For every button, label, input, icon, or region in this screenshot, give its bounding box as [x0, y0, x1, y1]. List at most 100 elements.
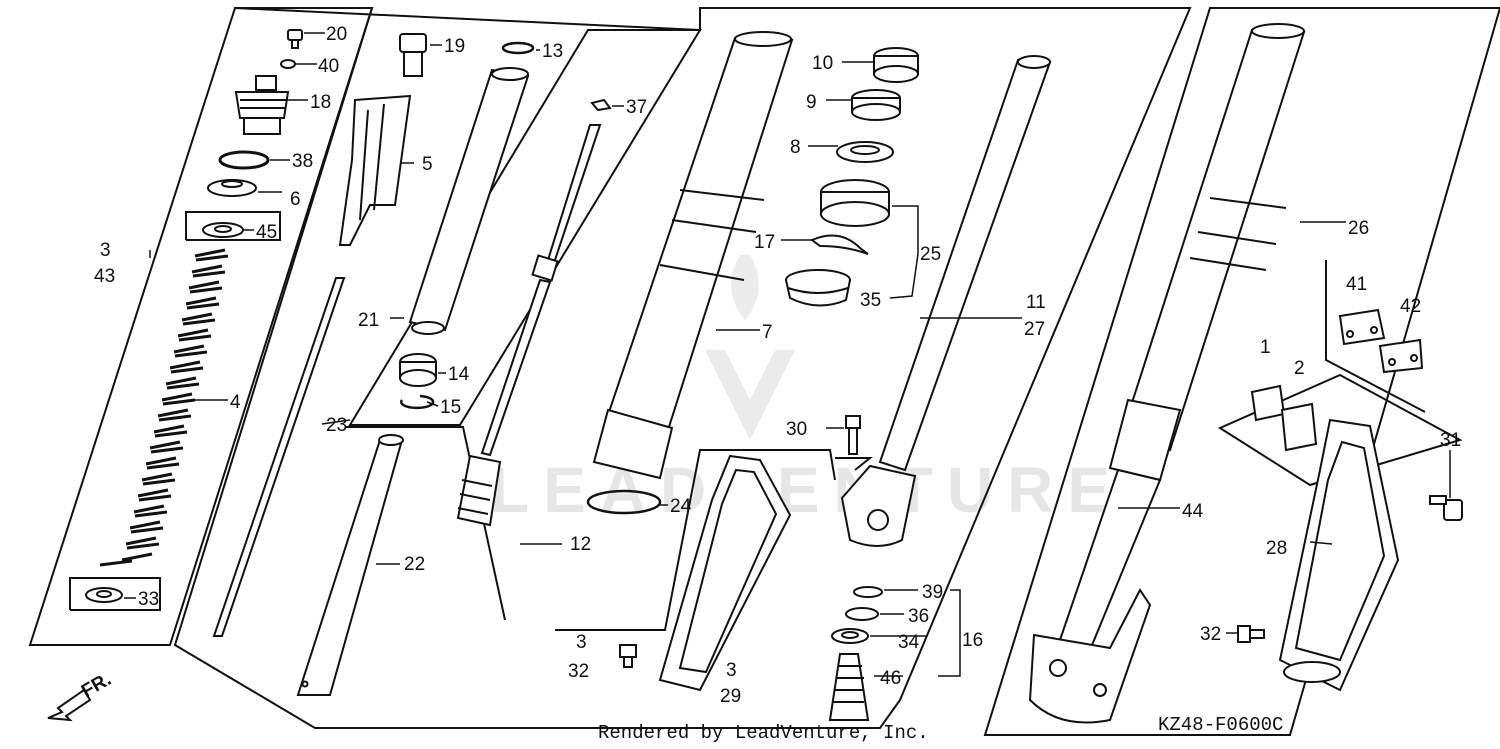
part-37-clip: [590, 98, 612, 112]
label-34: 34: [898, 632, 920, 653]
label-41: 41: [1346, 274, 1367, 295]
part-31-bolt: [1429, 495, 1463, 521]
label-38: 38: [292, 151, 313, 172]
part-7-outer-tube: [592, 31, 794, 480]
part-32-bolt-right: [1237, 625, 1265, 643]
label-42: 42: [1400, 296, 1421, 317]
part-45-washer: [202, 222, 244, 238]
label-8: 8: [790, 137, 801, 158]
label-5: 5: [422, 154, 433, 175]
part-18-fork-cap: [234, 75, 290, 135]
label-29: 29: [720, 686, 741, 707]
part-23-rod: [212, 277, 346, 637]
part-11-inner-tube: [840, 55, 1052, 547]
part-40-washer: [280, 59, 296, 69]
label-46: 46: [880, 668, 901, 689]
label-37: 37: [626, 97, 647, 118]
part-30-bolt: [845, 415, 861, 455]
front-direction-arrow: FR.: [47, 669, 115, 722]
part-13-washer: [501, 41, 535, 55]
part-4-fork-spring: [99, 248, 229, 567]
part-12-damper-rod: [456, 124, 602, 527]
label-17: 17: [754, 232, 775, 253]
diagram-code: KZ48-F0600C: [1158, 714, 1283, 736]
label-9: 9: [806, 92, 817, 113]
label-32-left: 32: [568, 661, 589, 682]
part-41-clamp: [1338, 308, 1386, 346]
part-34-washer: [831, 628, 869, 644]
part-8-washer: [836, 141, 894, 163]
label-27: 27: [1024, 319, 1045, 340]
part-36-washer: [845, 607, 879, 621]
part-46-adjuster: [828, 653, 870, 721]
label-16: 16: [962, 630, 983, 651]
part-2-bracket: [1280, 402, 1318, 452]
label-26: 26: [1348, 218, 1369, 239]
part-15-snap-ring: [399, 394, 435, 410]
part-42-clamp: [1378, 338, 1424, 374]
label-28: 28: [1266, 538, 1287, 559]
part-19-bolt: [399, 33, 427, 77]
part-9-bushing: [851, 89, 901, 121]
label-1: 1: [1260, 337, 1271, 358]
part-1-bracket: [1250, 384, 1286, 422]
label-40: 40: [318, 56, 339, 77]
part-38-o-ring: [218, 150, 270, 170]
part-21-cartridge-tube: [408, 67, 530, 335]
label-43: 43: [94, 266, 115, 287]
part-10-bushing: [873, 47, 919, 83]
label-30: 30: [786, 419, 807, 440]
label-22: 22: [404, 554, 425, 575]
label-36: 36: [908, 606, 929, 627]
label-3-left: 3: [100, 240, 111, 261]
part-25-oil-seal: [820, 179, 890, 227]
part-20-bolt: [287, 29, 303, 49]
label-21: 21: [358, 310, 379, 331]
part-35-dust-seal: [785, 269, 851, 307]
label-10: 10: [812, 53, 833, 74]
part-33-washer: [85, 587, 123, 603]
label-25: 25: [920, 244, 941, 265]
label-35: 35: [860, 290, 881, 311]
part-39-washer: [853, 586, 883, 598]
label-14: 14: [448, 364, 470, 385]
label-11: 11: [1026, 292, 1046, 313]
part-14-bushing: [399, 353, 437, 387]
label-33: 33: [138, 589, 159, 610]
label-13: 13: [542, 41, 563, 62]
label-3-guard: 3: [726, 660, 737, 681]
rendered-by-credit: Rendered by LeadVenture, Inc.: [598, 722, 929, 744]
label-45: 45: [256, 222, 277, 243]
watermark-text: LEADVENTURE: [490, 454, 1124, 526]
part-5-slider: [338, 94, 412, 246]
label-19: 19: [444, 36, 465, 57]
label-6: 6: [290, 189, 301, 210]
part-29-fork-guard: [658, 454, 792, 692]
label-20: 20: [326, 24, 347, 45]
part-24-clip: [586, 489, 662, 515]
part-17-stopper-ring: [810, 234, 869, 255]
group-frames: [28, 7, 1500, 736]
leader-lines: [124, 32, 1451, 677]
label-31: 31: [1440, 430, 1461, 451]
label-32-right: 32: [1200, 624, 1221, 645]
label-3-bolt: 3: [576, 632, 587, 653]
label-12: 12: [570, 534, 591, 555]
part-6-spring-seat: [207, 179, 257, 197]
label-23: 23: [326, 415, 347, 436]
watermark: LEADVENTURE: [490, 255, 1124, 526]
part-28-fork-guard: [1278, 418, 1400, 692]
label-44: 44: [1182, 501, 1204, 522]
part-labels: 20 40 18 38 6 45 3 43 4 33 19 5 21 14 15…: [94, 24, 1461, 707]
label-15: 15: [440, 397, 461, 418]
part-44-fork-assembly: [1028, 23, 1306, 724]
part-22-pipe: [296, 434, 404, 696]
label-18: 18: [310, 92, 331, 113]
label-2: 2: [1294, 358, 1305, 379]
label-7: 7: [762, 322, 773, 343]
part-32-bolt-left: [619, 644, 637, 668]
label-39: 39: [922, 582, 943, 603]
label-4: 4: [230, 392, 241, 413]
label-24: 24: [670, 496, 692, 517]
